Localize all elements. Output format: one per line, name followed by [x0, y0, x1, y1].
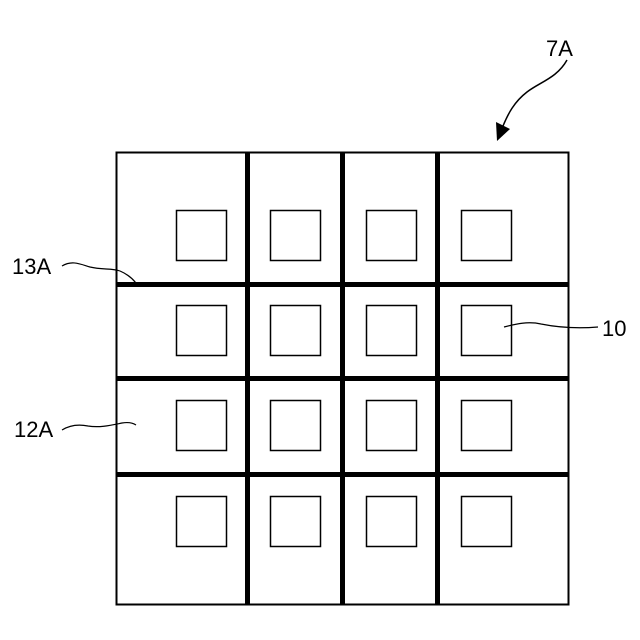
- element-square: [177, 497, 227, 547]
- element-square: [177, 211, 227, 261]
- element-square: [462, 401, 512, 451]
- element-square: [367, 211, 417, 261]
- label-7a: 7A: [546, 36, 573, 61]
- element-square: [271, 211, 321, 261]
- label-13a: 13A: [12, 254, 51, 279]
- leader-10: [504, 323, 598, 328]
- partition-lines: [116, 152, 569, 605]
- leader-13a: [62, 263, 136, 283]
- element-square: [462, 211, 512, 261]
- label-12a: 12A: [14, 417, 53, 442]
- element-square: [177, 306, 227, 356]
- element-square: [271, 401, 321, 451]
- label-10: 10: [602, 316, 626, 341]
- element-square: [177, 401, 227, 451]
- element-square: [462, 497, 512, 547]
- element-square: [271, 306, 321, 356]
- element-square: [367, 497, 417, 547]
- element-square: [367, 401, 417, 451]
- element-square: [271, 497, 321, 547]
- element-square: [367, 306, 417, 356]
- leader-7a: [503, 60, 567, 126]
- leader-12a: [62, 423, 136, 430]
- element-square: [462, 306, 512, 356]
